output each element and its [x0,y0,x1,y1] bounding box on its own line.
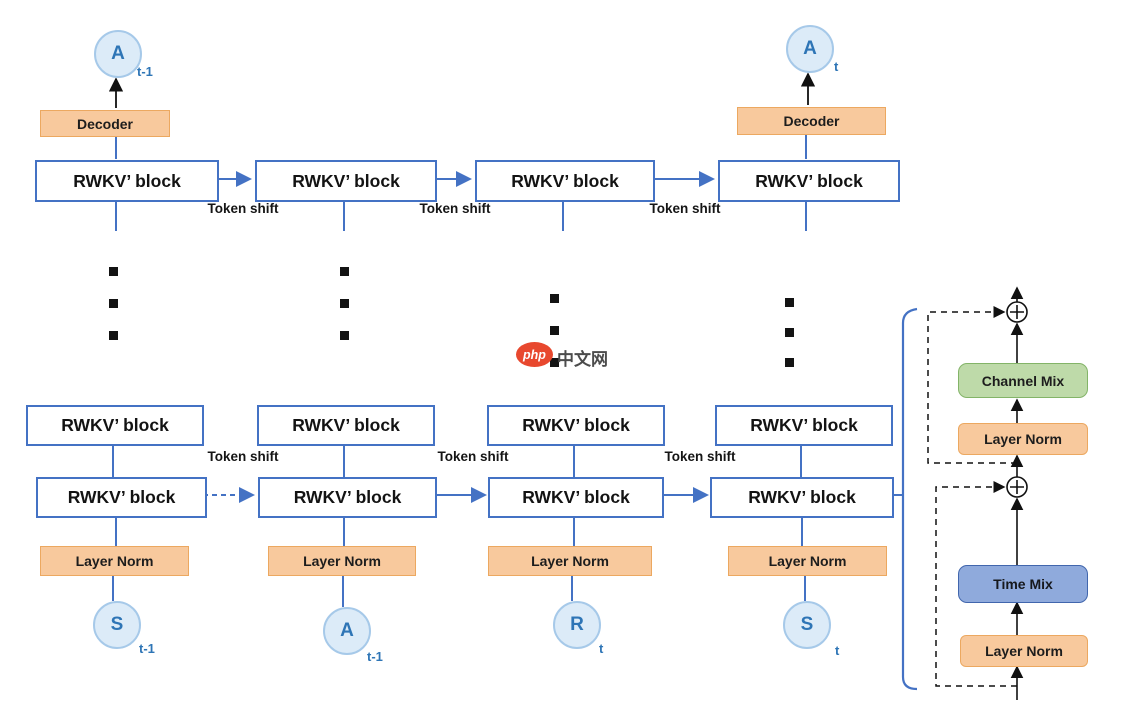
token-shift-label: Token shift [207,449,279,464]
circled-plus-icon [1006,476,1028,498]
node-s-prev: S [93,601,141,649]
layer-norm-box: Layer Norm [268,546,416,576]
node-a-prev-bottom: A [323,607,371,655]
ellipsis-dots [109,267,794,367]
rwkv-block: RWKV’ block [255,160,437,202]
top-decoder-arrows [108,72,816,108]
rwkv-block: RWKV’ block [475,160,655,202]
node-subscript: t [834,59,839,74]
decoder-box: Decoder [737,107,886,135]
rwkv-block: RWKV’ block [258,477,437,518]
node-subscript: t-1 [139,641,155,656]
layer-norm-box: Layer Norm [40,546,189,576]
layer-norm-box: Layer Norm [960,635,1088,667]
channel-mix-box: Channel Mix [958,363,1088,398]
circled-plus-icon [1006,301,1028,323]
node-a-current: A [786,25,834,73]
token-shift-label: Token shift [419,201,491,216]
time-mix-box: Time Mix [958,565,1088,603]
watermark-text: 中文网 [557,350,608,369]
rwkv-block: RWKV’ block [488,477,664,518]
node-subscript: t [835,643,840,658]
layer-norm-box: Layer Norm [488,546,652,576]
layer-norm-box: Layer Norm [958,423,1088,455]
node-subscript: t-1 [137,64,153,79]
rwkv-block: RWKV’ block [257,405,435,446]
rwkv-block: RWKV’ block [718,160,900,202]
node-subscript: t [599,641,604,656]
token-shift-label: Token shift [437,449,509,464]
token-shift-label: Token shift [664,449,736,464]
bottom-vertical-links [112,442,806,607]
rwkv-block: RWKV’ block [710,477,894,518]
node-subscript: t-1 [367,649,383,664]
decoder-box: Decoder [40,110,170,137]
top-vertical-links [115,134,807,231]
detail-bracket [901,307,918,691]
detail-skip-connections [927,306,1017,687]
token-shift-label: Token shift [207,201,279,216]
node-a-prev: A [94,30,142,78]
node-s-current: S [783,601,831,649]
node-r-current: R [553,601,601,649]
layer-norm-box: Layer Norm [728,546,887,576]
token-shift-label: Token shift [649,201,721,216]
rwkv-block: RWKV’ block [487,405,665,446]
rwkv-block: RWKV’ block [36,477,207,518]
rwkv-block: RWKV’ block [35,160,219,202]
rwkv-block: RWKV’ block [715,405,893,446]
watermark-logo: php [516,342,553,367]
rwkv-block: RWKV’ block [26,405,204,446]
